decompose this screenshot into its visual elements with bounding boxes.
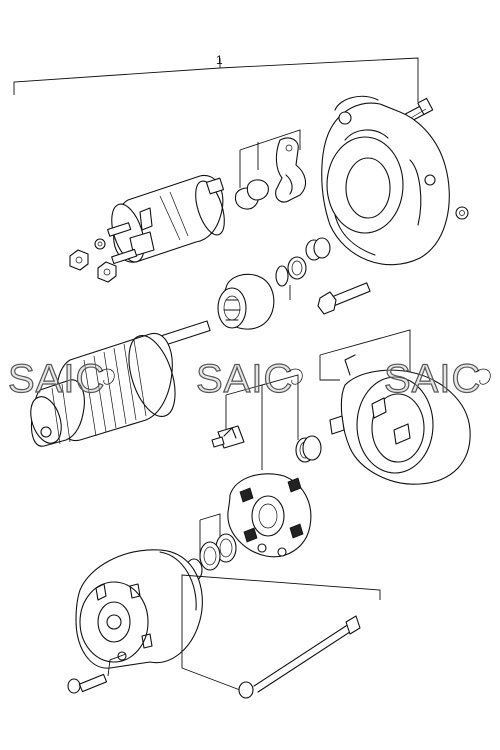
commutator-end-frame — [75, 549, 203, 669]
brush-holder — [227, 473, 312, 558]
brush-leaders — [225, 374, 299, 470]
watermark-saic-left: SAIC — [8, 357, 105, 401]
brush-spring — [295, 435, 322, 463]
lever-leaders — [239, 129, 301, 188]
yoke — [319, 329, 471, 485]
lever-plates — [234, 179, 269, 210]
end-frame-screw — [67, 653, 127, 694]
shift-lever — [275, 137, 307, 203]
assembly-callout: 1 — [13, 53, 419, 102]
watermark-saic-right-outline: SAIC — [384, 357, 481, 401]
drive-end-housing — [321, 95, 469, 266]
terminal-nuts — [69, 222, 138, 283]
through-bolt-long — [181, 574, 381, 699]
watermark-saic-right: SAIC — [384, 357, 481, 401]
watermark-saic-center-outline: SAIC — [196, 357, 293, 401]
bushings — [275, 237, 331, 300]
watermark-saic-left-outline: SAIC — [8, 357, 105, 401]
watermark-swirl-icon — [99, 368, 491, 385]
pivot-bolt — [317, 282, 371, 315]
magnetic-switch — [111, 174, 225, 263]
overrunning-clutch — [217, 273, 275, 330]
callout-number-1: 1 — [216, 53, 223, 67]
armature — [30, 320, 211, 447]
watermark-group: SAIC SAIC SAIC SAIC SAIC SAIC — [7, 356, 491, 402]
brushes — [211, 425, 245, 449]
watermark-saic-center: SAIC — [196, 357, 293, 401]
